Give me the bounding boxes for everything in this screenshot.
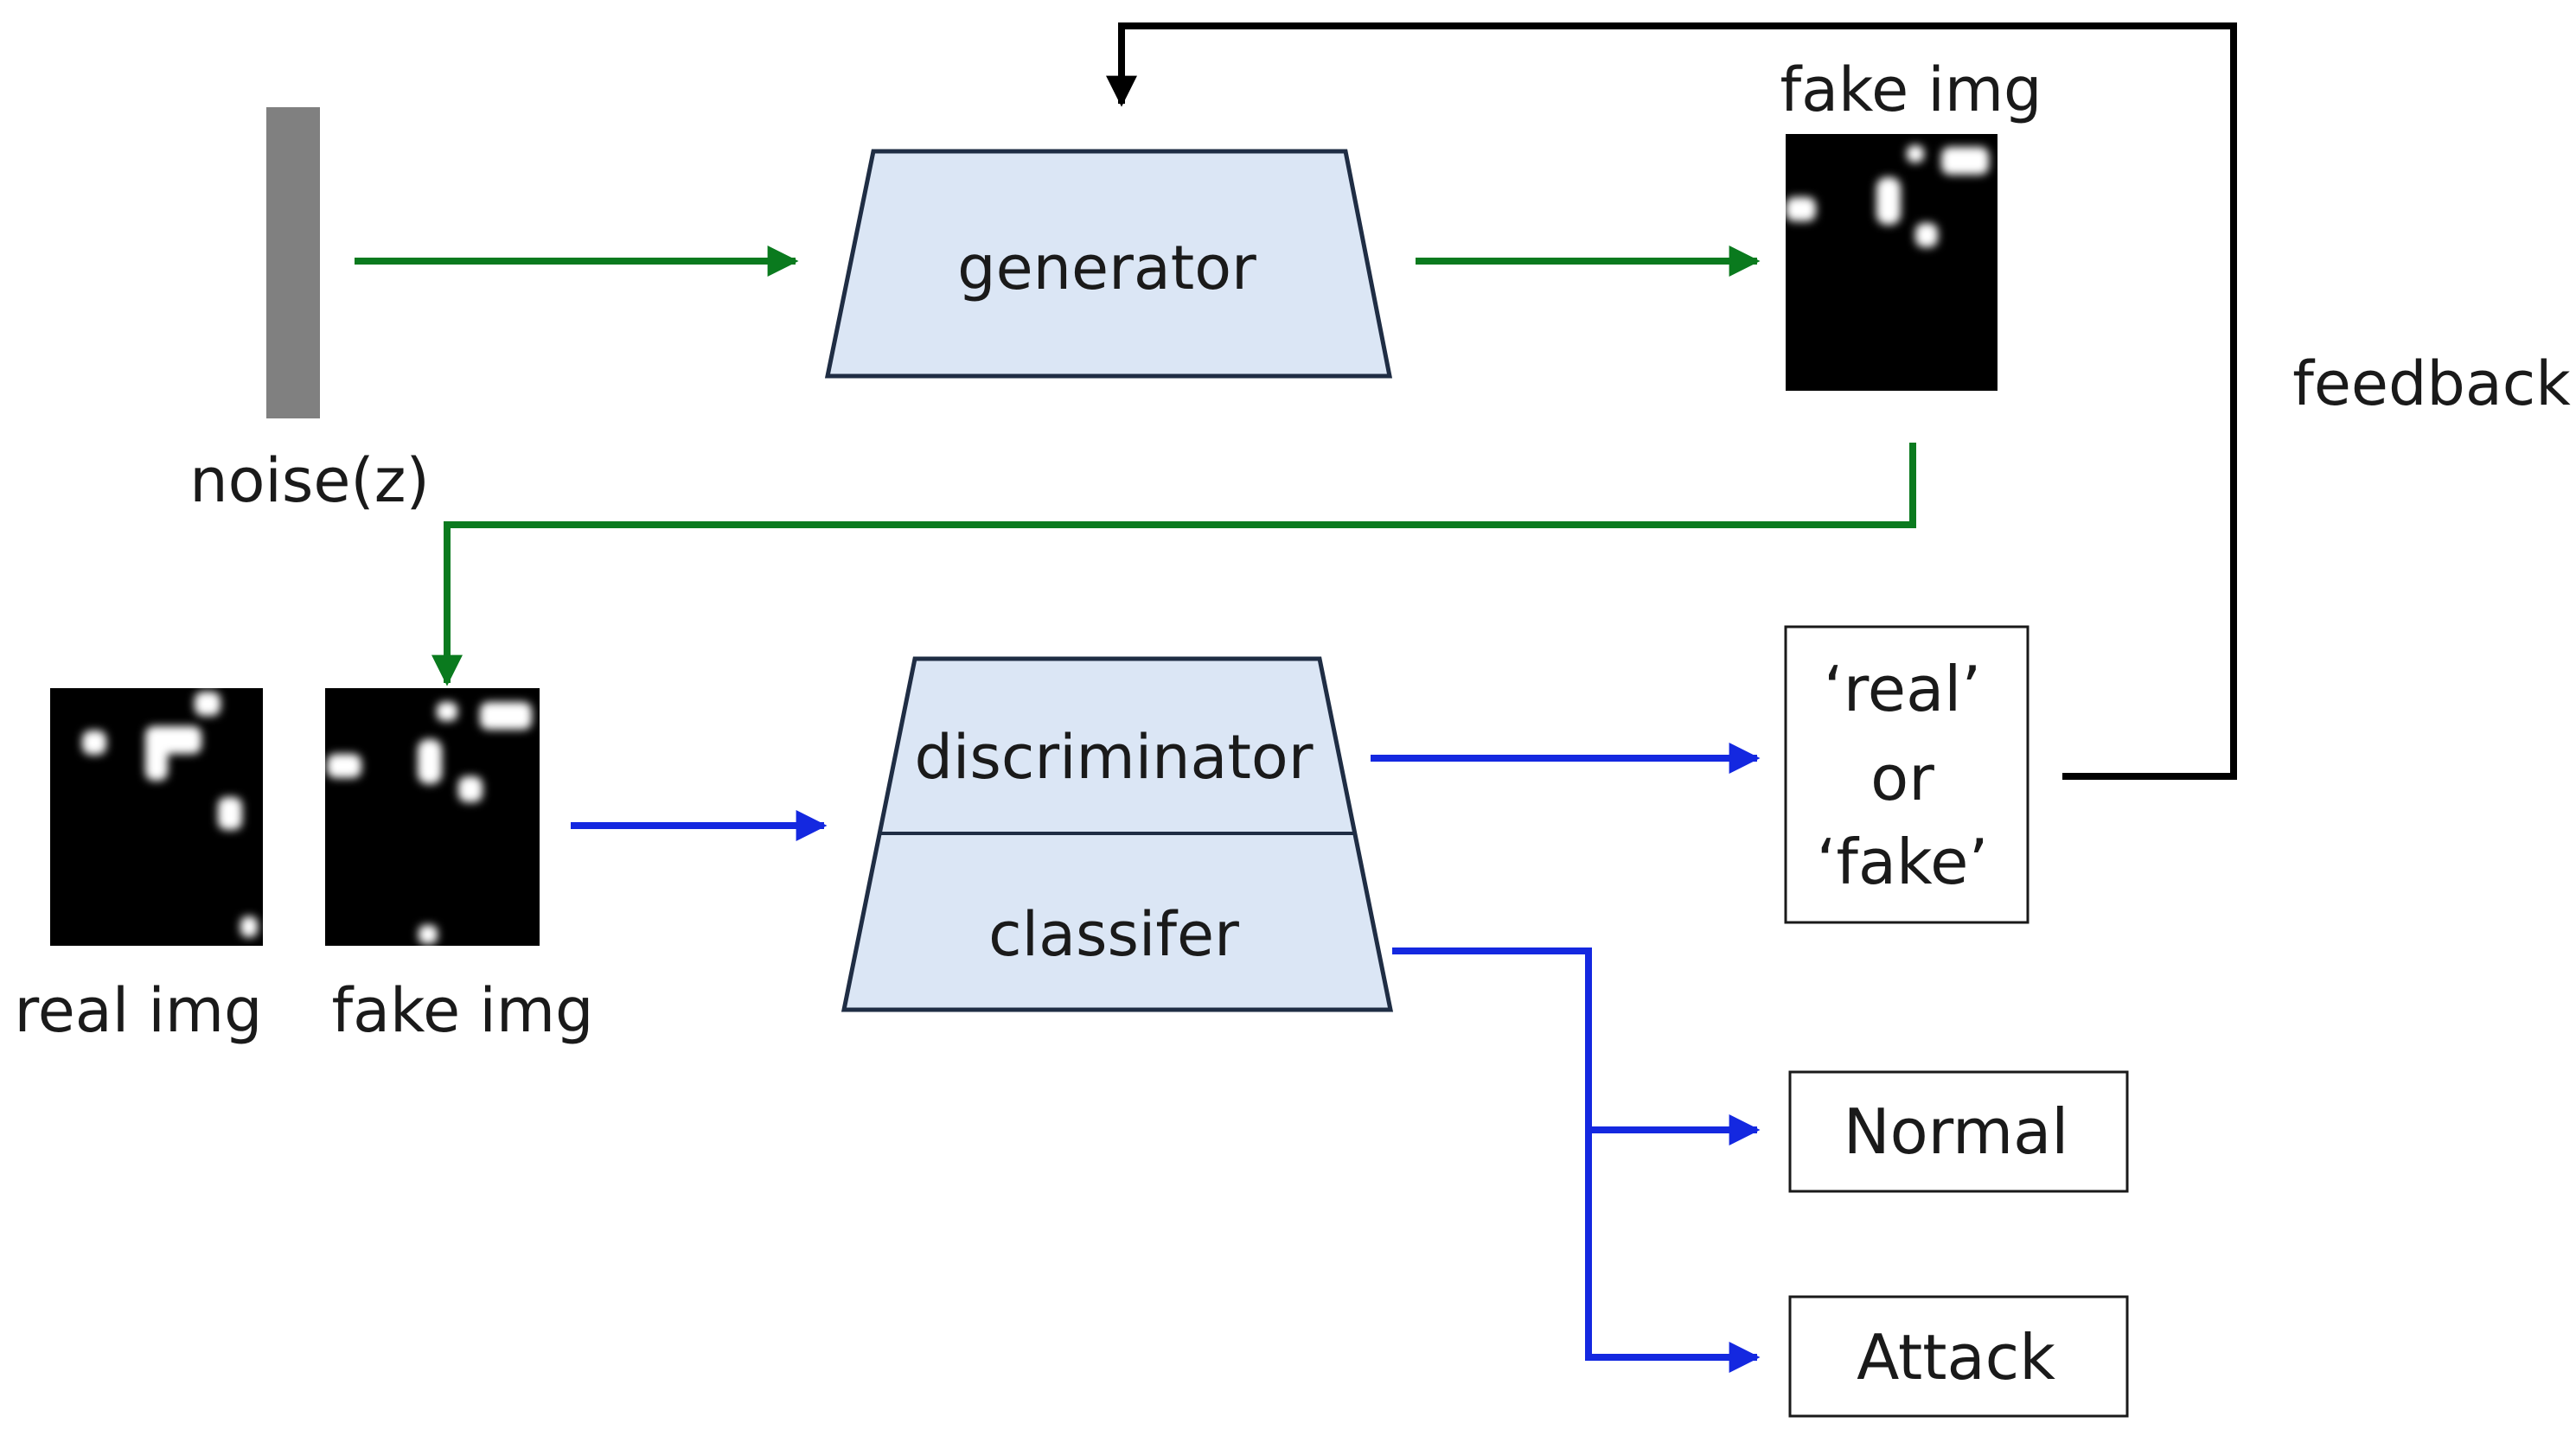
- classifier-label: classifer: [988, 899, 1239, 970]
- normal-label: Normal: [1844, 1095, 2069, 1168]
- discriminator-label: discriminator: [914, 722, 1313, 793]
- noise-label: noise(z): [189, 445, 430, 516]
- normal-box: [1788, 1070, 2129, 1193]
- fake-img-top: [1786, 134, 1998, 391]
- feedback-label: feedback: [2292, 348, 2571, 419]
- arrow-feedback-to-generator: [1106, 22, 2237, 780]
- real-or-fake-line3: ‘fake’: [1817, 826, 1989, 898]
- real-or-fake-line1: ‘real’: [1824, 653, 1981, 725]
- arrow-classifier-trunk: [1392, 948, 1592, 1357]
- real-or-fake-line2: or: [1870, 742, 1934, 814]
- generator-label: generator: [957, 233, 1256, 303]
- noise-vector-bar: [266, 107, 320, 418]
- fake-img-bottom: [325, 688, 540, 946]
- real-img-label: real img: [15, 975, 263, 1046]
- fake-img-bottom-label: fake img: [332, 975, 594, 1046]
- real-img: [50, 688, 263, 946]
- arrow-fake-img-to-discriminator-input: [431, 443, 1916, 686]
- fake-img-top-label: fake img: [1780, 54, 2042, 125]
- attack-label: Attack: [1857, 1321, 2055, 1394]
- generator-block: [824, 149, 1393, 379]
- attack-box: [1788, 1295, 2129, 1418]
- real-or-fake-box: [1784, 625, 2029, 924]
